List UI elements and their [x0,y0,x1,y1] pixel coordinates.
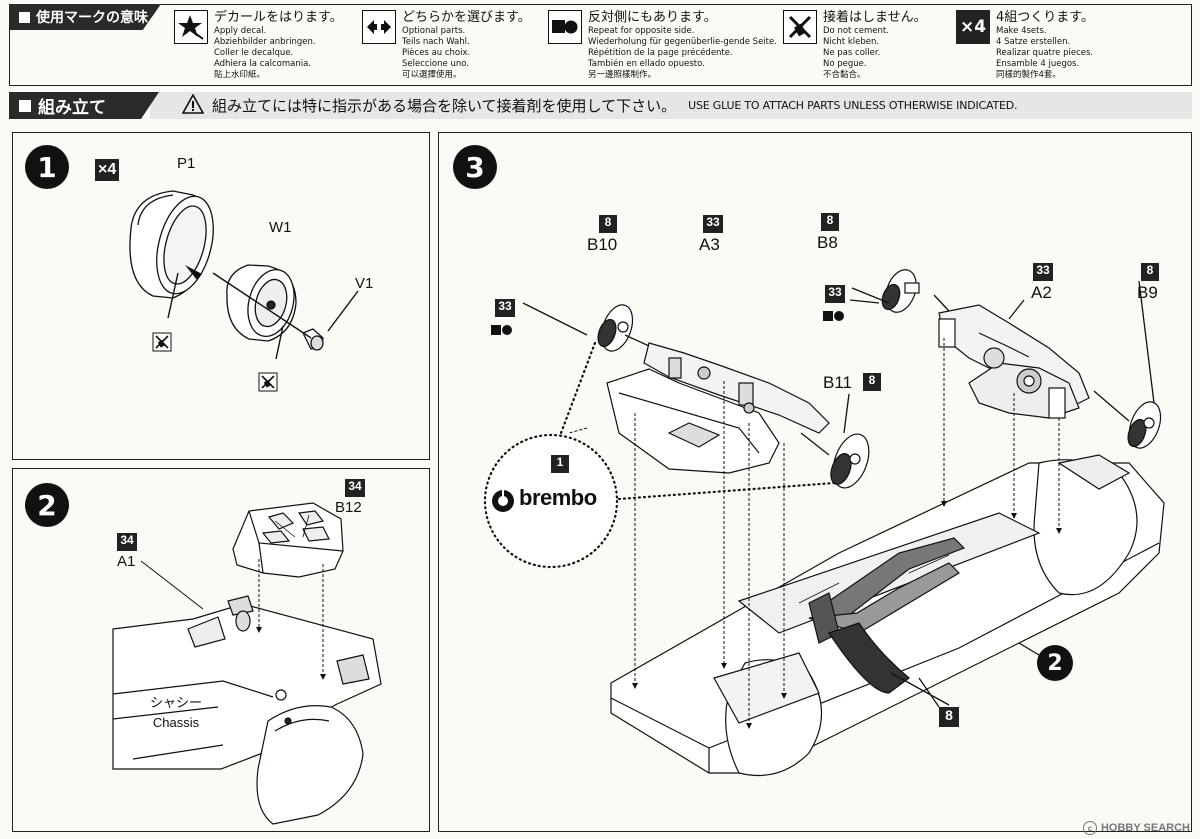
color-code-a1: 34 [117,533,137,551]
copyright-icon: c [1082,821,1097,835]
part-p1-label: P1 [177,155,196,172]
step1-multiplier: ×4 [95,159,120,181]
disc-b10-drawing [597,304,634,352]
disc-b9-drawing [1127,401,1162,449]
no-glue-icon [783,10,817,44]
color-code-b12: 34 [345,479,365,497]
part-b11-label: B11 [823,373,852,392]
legend-title: 使用マークの意味 [9,4,161,30]
color-code-opposite-left: 33 [495,299,515,317]
color-code-a3: 33 [703,215,723,233]
disc-b11-drawing [830,433,870,489]
color-code-b10: 8 [599,215,617,233]
step1-number: 1 [25,145,69,189]
rear-axle-drawing [938,304,1090,419]
part-b10-label: B10 [587,235,618,254]
x4-icon: ×4 [956,10,990,44]
step3-panel: 3 [438,132,1192,832]
step2-panel: 2 34 A1 34 B12 [12,468,430,832]
cover-b12-drawing [232,502,344,578]
part-v1-label: V1 [355,275,374,292]
step2-number: 2 [25,483,69,527]
part-b8-label: B8 [817,233,838,252]
wheel-w1-drawing [226,264,297,342]
legend-box [9,4,1192,86]
warning-text-en: USE GLUE TO ATTACH PARTS UNLESS OTHERWIS… [688,99,1018,112]
warning-text-jp: 組み立てには特に指示がある場合を除いて接着剤を使用して下さい。 [212,97,677,115]
chassis-label: シャシー Chassis [149,695,202,730]
decal-number: 1 [551,455,569,473]
assembly-title: 組み立て [9,92,159,119]
color-code-b8: 8 [821,213,839,231]
step1-panel: 1 ×4 P1 W1 V1 [12,132,430,460]
no-glue-icon [152,332,172,352]
color-code-opposite-mid: 33 [825,285,845,303]
step3-number: 3 [453,145,497,189]
legend-item-opposite: 反対側にもあります。 Repeat for opposite side.Wied… [548,10,777,81]
cap-v1-drawing [302,328,324,351]
brembo-detail-circle [483,433,619,569]
part-a2-label: A2 [1031,283,1052,302]
step2-drawing [112,502,382,825]
assembly-warning-bar: 組み立てには特に指示がある場合を除いて接着剤を使用して下さい。 USE GLUE… [150,92,1192,119]
legend-item-optional: どちらかを選びます。 Optional parts.Teils nach Wah… [362,10,531,81]
opposite-side-icon [491,325,512,335]
brembo-text: brembo [519,485,597,510]
chassis-drawing [112,595,382,825]
color-code-b11: 8 [863,373,881,391]
star-decal-icon [174,10,208,44]
step1-drawing [129,190,359,392]
tire-p1-drawing [129,190,214,299]
step3-drawing [483,269,1165,777]
legend-item-decal: デカールをはります。 Apply decal.Abziehbilder anbr… [174,10,343,81]
no-glue-icon [258,372,278,392]
disc-b8-drawing [881,269,920,313]
part-a1-label: A1 [117,553,136,570]
legend-item-x4: ×4 4組つくります。 Make 4sets.4 Satze erstellen… [956,10,1094,81]
double-arrow-icon [362,10,396,44]
opposite-side-icon [548,10,582,44]
part-b12-label: B12 [335,499,362,516]
color-code-a2: 33 [1033,263,1053,281]
color-code-exhaust: 8 [939,707,959,727]
footer-watermark: c HOBBY SEARCH [1082,821,1190,835]
color-code-b9: 8 [1141,263,1159,281]
opposite-side-icon [823,311,844,321]
brembo-logo-icon [492,490,514,512]
front-axle-drawing [606,342,830,474]
part-a3-label: A3 [699,235,720,254]
part-b9-label: B9 [1137,283,1158,302]
step3-ref-step2: 2 [1037,645,1073,681]
part-w1-label: W1 [269,219,292,236]
exhaust-drawing [808,537,966,694]
legend-item-no-glue: 接着はしません。 Do not cement.Nicht kleben.Ne p… [783,10,927,81]
warning-icon [181,92,205,118]
